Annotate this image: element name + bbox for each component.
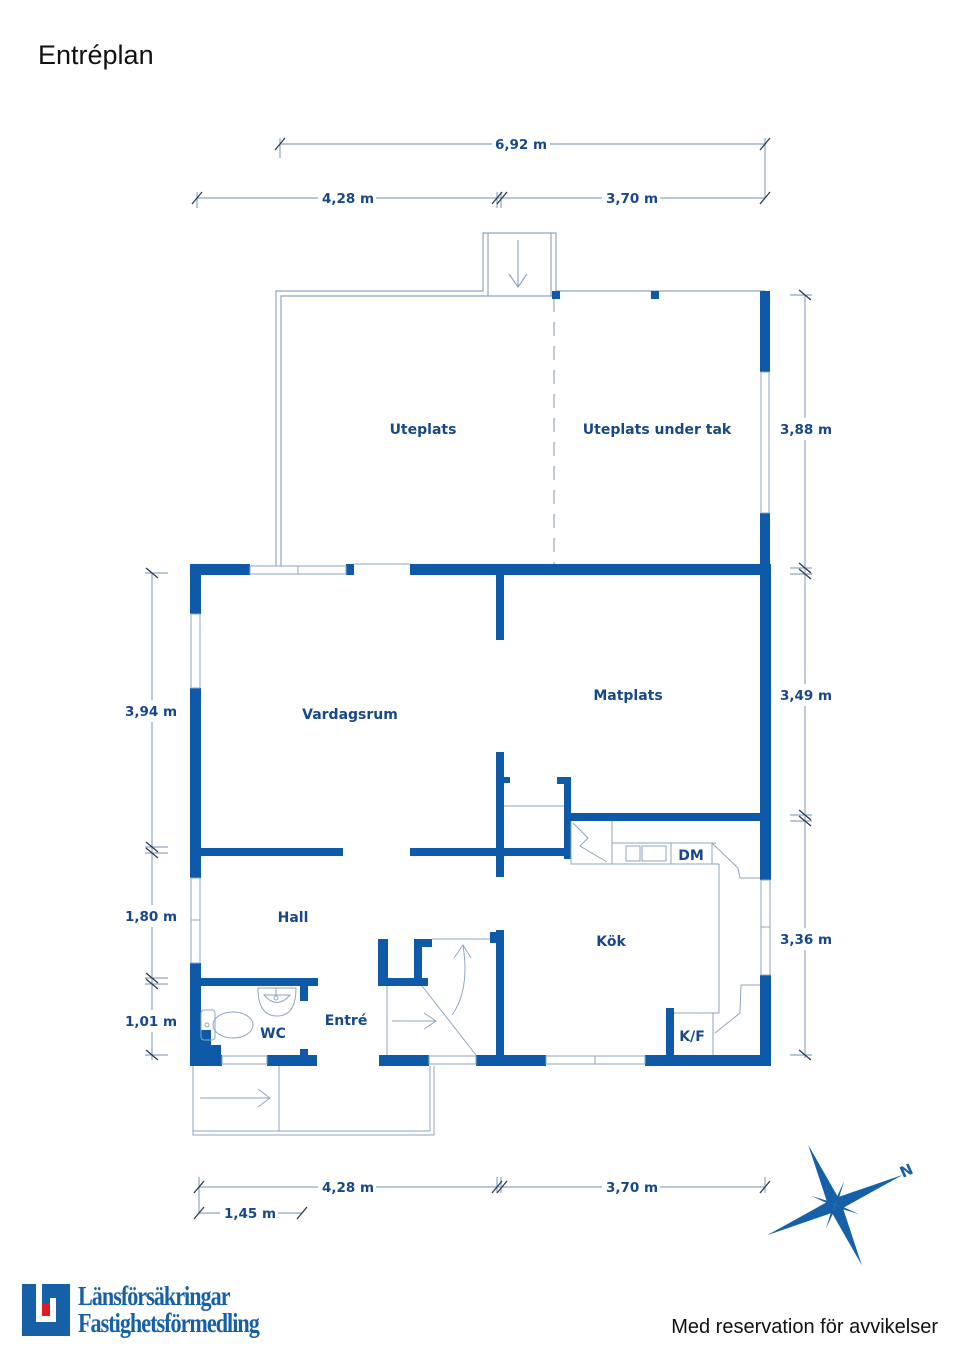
patio-posts <box>552 291 659 299</box>
compass-icon <box>767 1144 903 1266</box>
dim-left-top: 3,94 m <box>125 704 177 720</box>
windows <box>190 371 771 1065</box>
room-uteplats-under-tak: Uteplats under tak <box>583 422 732 438</box>
dimension-ticks <box>145 137 812 1220</box>
room-kok: Kök <box>596 934 626 950</box>
label-dm: DM <box>678 848 704 864</box>
dimension-labels: 6,92 m 4,28 m 3,70 m 3,88 m 3,49 m 3,36 … <box>122 134 836 1223</box>
dim-left-bottom: 1,01 m <box>125 1014 177 1030</box>
logo-line-1: Länsförsäkringar <box>78 1281 231 1311</box>
room-labels: Uteplats Uteplats under tak Vardagsrum M… <box>260 422 732 1045</box>
logo-mark-icon <box>22 1284 70 1336</box>
dim-bottom-left: 4,28 m <box>322 1180 374 1196</box>
dim-left-mid: 1,80 m <box>125 909 177 925</box>
room-entre: Entré <box>325 1013 368 1029</box>
room-matplats: Matplats <box>593 688 662 704</box>
dim-top-left: 4,28 m <box>322 191 374 207</box>
dim-bottom-small: 1,45 m <box>224 1206 276 1222</box>
label-kf: K/F <box>679 1029 705 1045</box>
logo-line-2: Fastighetsförmedling <box>78 1308 260 1338</box>
compass-north-label: N <box>897 1160 916 1182</box>
room-uteplats: Uteplats <box>390 422 457 438</box>
page-title: Entréplan <box>38 40 154 70</box>
dim-top-total: 6,92 m <box>495 137 547 153</box>
disclaimer-text: Med reservation för avvikelser <box>671 1316 938 1338</box>
patio-outline <box>275 232 765 566</box>
walls <box>190 291 771 1066</box>
room-wc: WC <box>260 1026 286 1042</box>
dim-bottom-right: 3,70 m <box>606 1180 658 1196</box>
fixtures <box>192 805 760 1136</box>
dimension-lines <box>145 138 812 1214</box>
room-vardagsrum: Vardagsrum <box>302 707 398 723</box>
dim-top-right: 3,70 m <box>606 191 658 207</box>
dim-right-mid: 3,49 m <box>780 688 832 704</box>
company-logo: Länsförsäkringar Fastighetsförmedling <box>22 1283 298 1337</box>
dim-right-top: 3,88 m <box>780 422 832 438</box>
room-hall: Hall <box>278 910 309 926</box>
dim-right-bottom: 3,36 m <box>780 932 832 948</box>
